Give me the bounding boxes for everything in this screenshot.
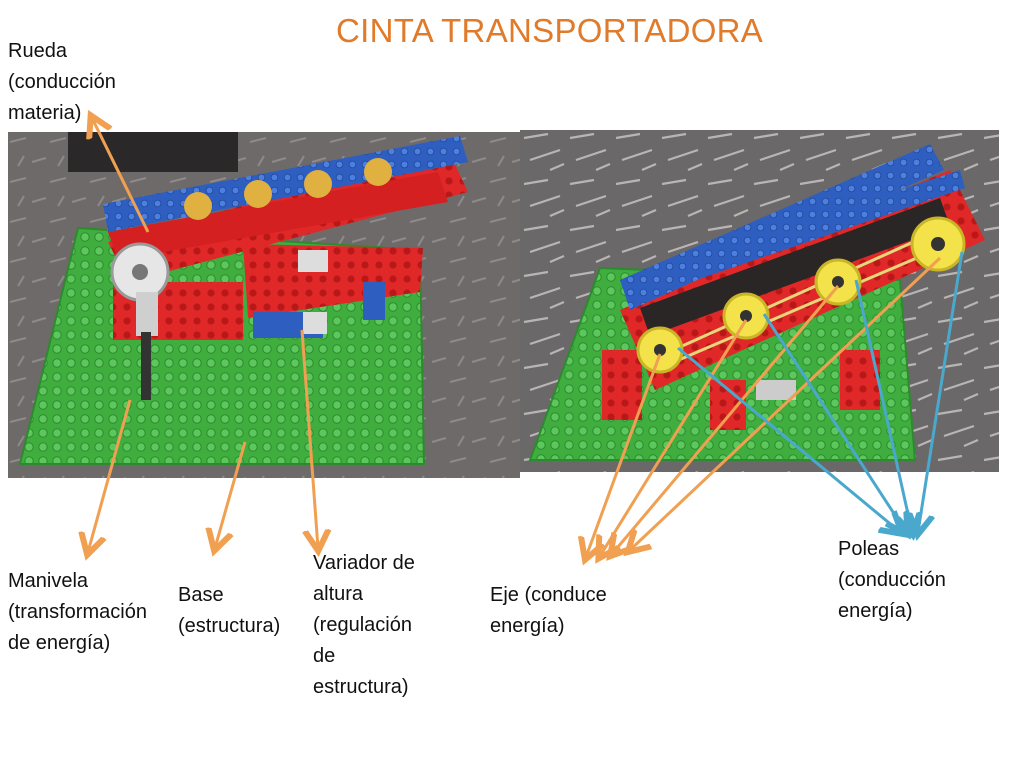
left-conveyor-photo xyxy=(8,132,520,478)
right-conveyor-photo xyxy=(520,130,999,472)
label-eje: Eje (conduce energía) xyxy=(490,584,607,637)
label-base: Base (estructura) xyxy=(178,584,281,637)
label-rueda: Rueda (conducción materia) xyxy=(8,40,116,124)
label-poleas: Poleas (conducción energía) xyxy=(838,538,946,622)
label-variador: Variador de altura (regulación de estruc… xyxy=(313,552,415,698)
label-manivela: Manivela (transformación de energía) xyxy=(8,570,147,654)
slide-title: CINTA TRANSPORTADORA xyxy=(336,12,764,49)
